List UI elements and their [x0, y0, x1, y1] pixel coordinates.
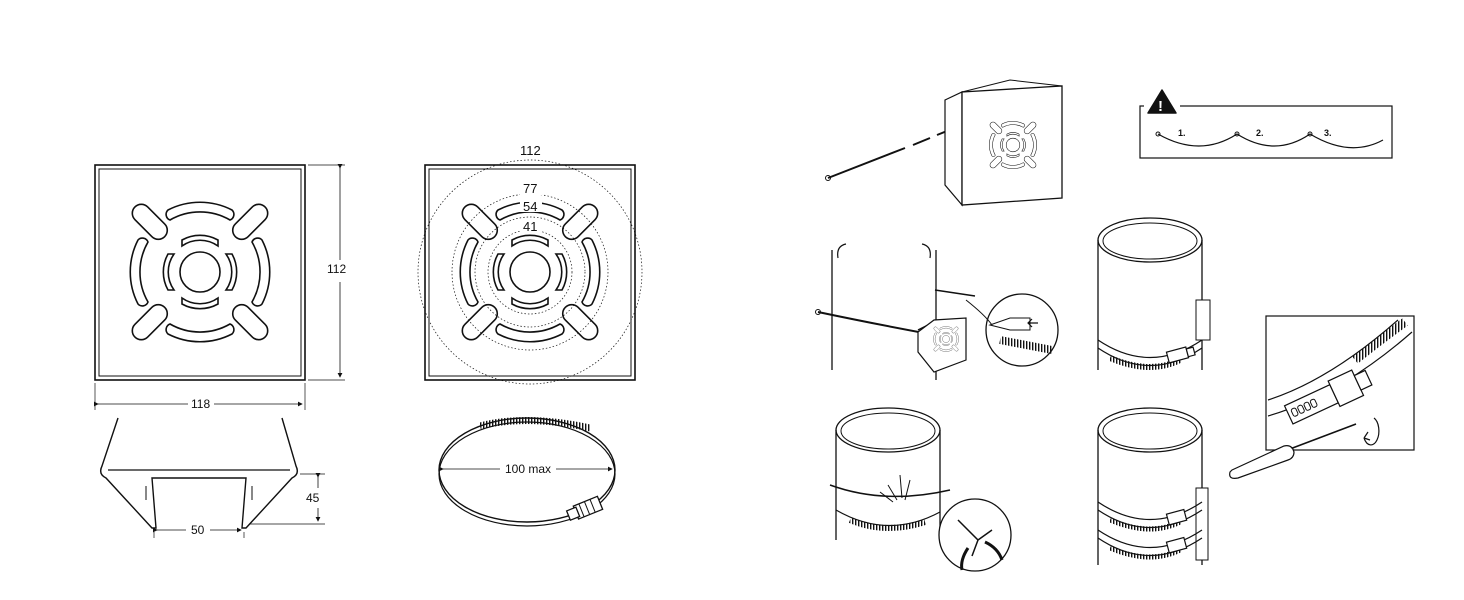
dimension-plate-height: 112 — [308, 164, 346, 381]
circle-54 — [474, 216, 586, 328]
plate-slot-pattern — [127, 199, 273, 345]
step-two-clamps-installed — [1097, 407, 1209, 565]
warning-box: ! 1. 2. 3. — [1139, 89, 1393, 159]
clamp-screw-housing — [565, 495, 604, 522]
dim-label-54: 54 — [523, 199, 537, 214]
dim-label-50: 50 — [191, 523, 205, 537]
dimension-bracket-depth: 45 — [250, 473, 325, 525]
warning-symbol: ! — [1158, 98, 1163, 115]
detail-screwdriver-tighten — [1229, 315, 1415, 479]
warning-step-2: 2. — [1256, 128, 1264, 138]
dim-label-118: 118 — [191, 397, 210, 411]
circle-41 — [487, 229, 573, 315]
hose-clamp: 100 max — [438, 416, 616, 527]
step-clamp-installed — [1097, 217, 1211, 371]
step-pole-attach — [815, 243, 1059, 380]
dim-label-41: 41 — [523, 219, 537, 234]
step-strap-through-bracket — [825, 79, 1063, 207]
circle-77 — [451, 193, 609, 351]
dim-label-45: 45 — [306, 491, 320, 505]
dim-label-77: 77 — [523, 181, 537, 196]
dimension-bracket-gap: 50 — [153, 523, 245, 538]
step-cut-excess — [829, 407, 1012, 572]
dim-label-112-circle: 112 — [520, 143, 541, 158]
dim-label-112-vertical: 112 — [327, 262, 346, 276]
warning-triangle-icon — [1147, 89, 1177, 114]
dimension-plate-width: 118 — [94, 383, 306, 411]
circle-112 — [417, 159, 643, 385]
plate-front-view — [94, 164, 306, 381]
dim-label-100-max: 100 max — [505, 462, 551, 476]
bracket-side-profile — [99, 417, 299, 529]
plate-circle-dimensions-view: 112 77 54 41 — [417, 143, 643, 385]
warning-step-3: 3. — [1324, 128, 1332, 138]
warning-step-1: 1. — [1178, 128, 1186, 138]
